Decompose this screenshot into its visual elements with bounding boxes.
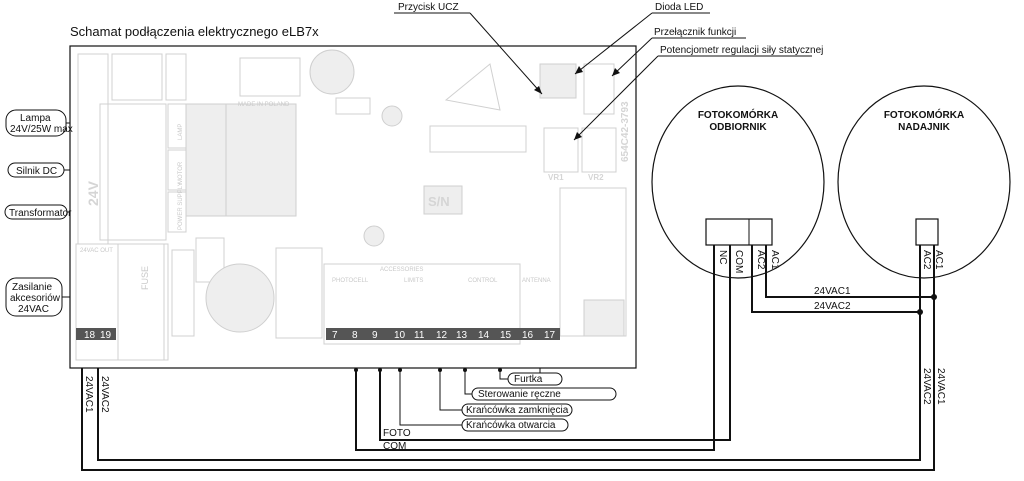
transformer-connection: Transformator xyxy=(4,204,72,220)
terminal-numbers: 18 19 7 8 9 10 11 12 13 14 15 16 17 xyxy=(84,330,556,341)
svg-text:ODBIORNIK: ODBIORNIK xyxy=(709,122,767,133)
board-limits-label: LIMITS xyxy=(404,278,423,284)
svg-text:Lampa: Lampa xyxy=(20,113,51,124)
svg-text:19: 19 xyxy=(100,330,112,341)
svg-text:Zasilanie: Zasilanie xyxy=(12,282,52,293)
callout-button-label: Przycisk UCZ xyxy=(398,2,459,13)
svg-text:7: 7 xyxy=(332,330,338,341)
svg-text:FOTOKOMÓRKA: FOTOKOMÓRKA xyxy=(884,108,964,121)
photocell-receiver: FOTOKOMÓRKA ODBIORNIK NC COM AC2 AC1 xyxy=(651,85,825,279)
wire-labels: 24VAC1 24VAC2 FOTO COM 24VAC1 24VAC2 24V… xyxy=(83,286,946,452)
controller-board: S/N 654C42-3793 24V FUSE MADE IN POLAND … xyxy=(69,45,637,369)
board-accessories-label: ACCESSORIES xyxy=(380,267,423,273)
svg-text:Transformator: Transformator xyxy=(9,208,72,219)
svg-text:10: 10 xyxy=(394,330,406,341)
open-limit-label: Krańcówka otwarcia xyxy=(461,418,569,432)
diagram-title: Schamat podłączenia elektrycznego eLB7x xyxy=(70,24,319,39)
wire-label-ac2: 24VAC2 xyxy=(814,301,851,312)
gate-label: Furtka xyxy=(507,372,563,386)
lamp-connection: Lampa 24V/25W max xyxy=(5,109,73,137)
board-made-label: MADE IN POLAND xyxy=(238,102,290,108)
photocell-transmitter: FOTOKOMÓRKA NADAJNIK AC2 AC1 xyxy=(837,85,1011,279)
svg-text:11: 11 xyxy=(414,330,425,341)
svg-text:Krańcówka otwarcia: Krańcówka otwarcia xyxy=(466,420,556,431)
svg-text:AC2: AC2 xyxy=(921,250,932,270)
svg-text:akcesoriów: akcesoriów xyxy=(10,293,61,304)
svg-text:AC1: AC1 xyxy=(933,250,944,270)
board-sn-label: S/N xyxy=(428,194,450,209)
board-power-label: POWER SUPPLY xyxy=(178,182,184,230)
terminal-block-accessories xyxy=(326,328,560,340)
svg-text:12: 12 xyxy=(436,330,448,341)
board-out-label: 24VAC OUT xyxy=(80,248,113,254)
wire-label-right-ac2: 24VAC2 xyxy=(921,368,932,405)
svg-text:AC1: AC1 xyxy=(769,250,780,270)
wire-label-left-ac2: 24VAC2 xyxy=(99,376,110,413)
close-limit-label: Krańcówka zamknięcia xyxy=(461,403,573,417)
svg-text:14: 14 xyxy=(478,330,490,341)
terminal-block-supply xyxy=(76,328,116,340)
svg-text:16: 16 xyxy=(522,330,534,341)
callout-switch-label: Przełącznik funkcji xyxy=(654,27,736,38)
svg-text:15: 15 xyxy=(500,330,512,341)
motor-connection: Silnik DC xyxy=(7,162,70,178)
svg-text:NC: NC xyxy=(717,250,728,264)
board-24v-label: 24V xyxy=(85,180,101,206)
wire-label-right-ac1: 24VAC1 xyxy=(935,368,946,405)
svg-text:AC2: AC2 xyxy=(755,250,766,270)
accessory-supply-connection: Zasilanie akcesoriów 24VAC xyxy=(5,277,70,317)
callout-pot-label: Potencjometr regulacji siły statycznej xyxy=(660,45,823,56)
callouts: Przycisk UCZ Dioda LED Przełącznik funkc… xyxy=(394,2,823,141)
board-vr2-label: VR2 xyxy=(588,173,604,182)
left-labels: Lampa 24V/25W max Silnik DC Transformato… xyxy=(4,109,73,317)
svg-text:Silnik DC: Silnik DC xyxy=(16,166,57,177)
receiver-terminals: NC COM AC2 AC1 xyxy=(717,250,780,273)
svg-text:9: 9 xyxy=(372,330,378,341)
svg-text:24V/25W max: 24V/25W max xyxy=(10,124,73,135)
svg-text:Sterowanie ręczne: Sterowanie ręczne xyxy=(478,389,561,400)
board-antenna-label: ANTENNA xyxy=(522,278,551,284)
svg-text:NADAJNIK: NADAJNIK xyxy=(898,122,950,133)
board-fuse-label: FUSE xyxy=(140,266,150,290)
manual-control-label: Sterowanie ręczne xyxy=(471,387,617,401)
svg-text:18: 18 xyxy=(84,330,96,341)
svg-text:13: 13 xyxy=(456,330,468,341)
wire-label-com: COM xyxy=(383,441,406,452)
svg-text:8: 8 xyxy=(352,330,358,341)
wire-label-ac1: 24VAC1 xyxy=(814,286,851,297)
board-lamp-label: LAMP xyxy=(178,124,184,140)
accessory-labels: Furtka Sterowanie ręczne Krańcówka zamkn… xyxy=(461,372,617,432)
svg-text:Furtka: Furtka xyxy=(514,374,543,385)
board-motor-label: MOTOR xyxy=(178,161,184,184)
svg-text:COM: COM xyxy=(733,250,744,273)
board-vr1-label: VR1 xyxy=(548,173,564,182)
wire-label-left-ac1: 24VAC1 xyxy=(83,376,94,413)
board-serial: 654C42-3793 xyxy=(620,101,631,162)
board-photocell-label: PHOTOCELL xyxy=(332,278,369,284)
svg-text:FOTOKOMÓRKA: FOTOKOMÓRKA xyxy=(698,108,778,121)
svg-text:17: 17 xyxy=(544,330,556,341)
board-control-label: CONTROL xyxy=(468,278,498,284)
board-artwork xyxy=(75,49,627,361)
wires xyxy=(81,245,937,471)
callout-led-label: Dioda LED xyxy=(655,2,703,13)
svg-text:Krańcówka zamknięcia: Krańcówka zamknięcia xyxy=(466,405,569,416)
transmitter-terminals: AC2 AC1 xyxy=(921,250,944,270)
wire-label-foto: FOTO xyxy=(383,428,411,439)
svg-text:24VAC: 24VAC xyxy=(18,304,49,315)
